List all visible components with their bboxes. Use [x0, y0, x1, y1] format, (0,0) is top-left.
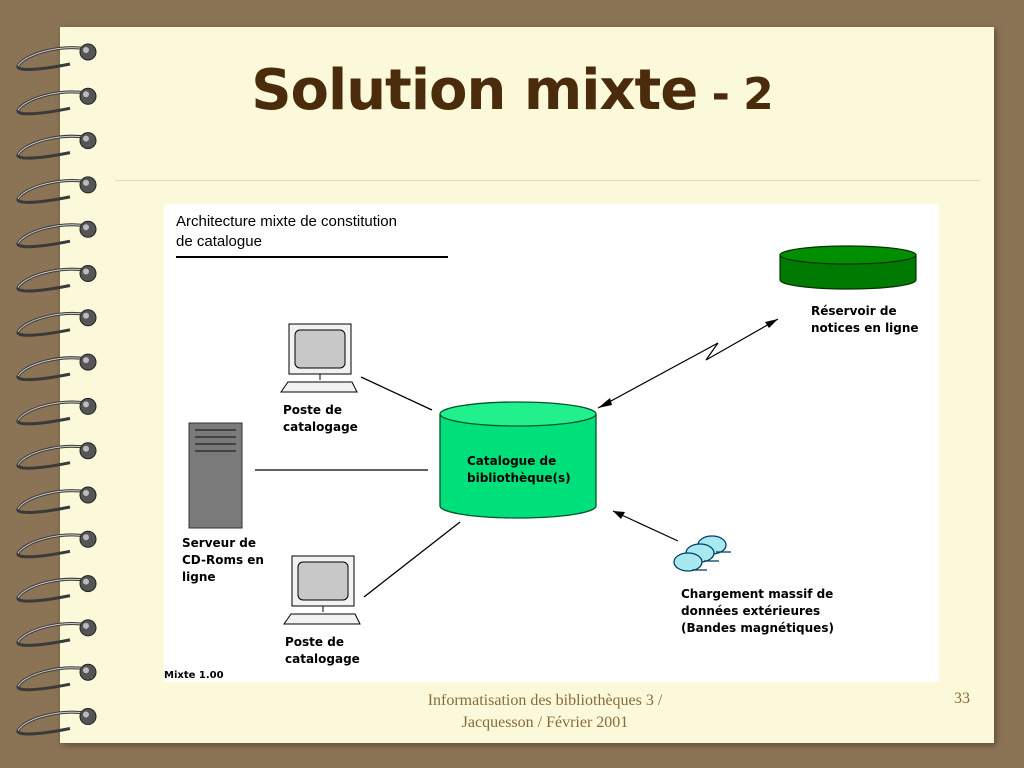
spiral-ring-icon	[16, 619, 97, 647]
poste-top-label: Poste de catalogage	[283, 403, 358, 434]
spiral-ring-icon	[16, 663, 97, 692]
spiral-ring-icon	[16, 43, 97, 71]
spiral-ring-icon	[16, 265, 97, 293]
diagram-title: Architecture mixte de constitution de ca…	[176, 213, 397, 250]
diagram-version: Mixte 1.00	[164, 670, 224, 681]
spiral-ring-icon	[16, 575, 97, 603]
slide-title-suffix: - 2	[697, 69, 774, 120]
spiral-ring-icon	[16, 176, 97, 204]
spiral-ring-icon	[16, 132, 97, 160]
catalogue-label: Catalogue de bibliothèque(s)	[467, 454, 571, 485]
spiral-ring-icon	[16, 220, 97, 249]
spiral-ring-icon	[16, 486, 97, 514]
spiral-ring-icon	[16, 309, 97, 337]
poste-bottom-label: Poste de catalogage	[285, 635, 360, 666]
footer-line-2: Jacquesson / Février 2001	[461, 714, 629, 731]
spiral-ring-icon	[16, 708, 97, 736]
chargement-label: Chargement massif de données extérieures…	[681, 587, 834, 635]
spiral-ring-icon	[16, 442, 97, 470]
slide-footer: Informatisation des bibliothèques 3 / Ja…	[380, 690, 710, 734]
footer-line-1: Informatisation des bibliothèques 3 /	[427, 692, 663, 709]
spiral-ring-icon	[16, 353, 97, 382]
spiral-ring-icon	[16, 87, 97, 116]
title-divider	[115, 180, 980, 181]
spiral-ring-icon	[16, 397, 97, 426]
slide-title-text: Solution mixte	[251, 58, 698, 123]
page-number: 33	[954, 690, 970, 707]
diagram-title-underline	[176, 256, 448, 258]
slide-title: Solution mixte - 2	[0, 58, 1024, 123]
spiral-ring-icon	[16, 530, 97, 559]
serveur-label: Serveur de CD-Roms en ligne	[182, 536, 264, 584]
reservoir-label: Réservoir de notices en ligne	[811, 304, 919, 335]
spiral-binding	[16, 43, 97, 736]
